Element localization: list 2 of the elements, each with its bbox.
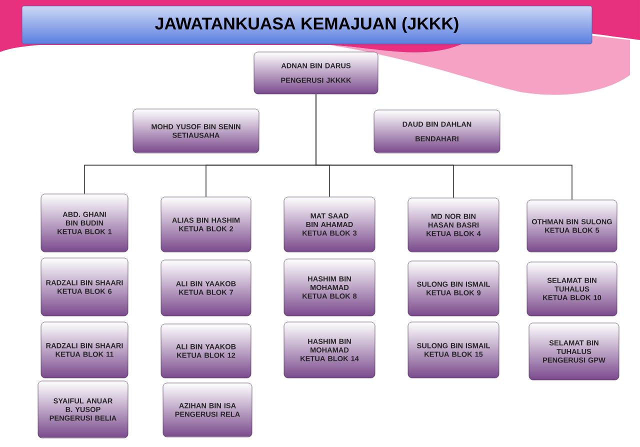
connector-line — [316, 94, 572, 200]
title-banner: JAWATANKUASA KEMAJUAN (JKKK) — [22, 6, 592, 44]
